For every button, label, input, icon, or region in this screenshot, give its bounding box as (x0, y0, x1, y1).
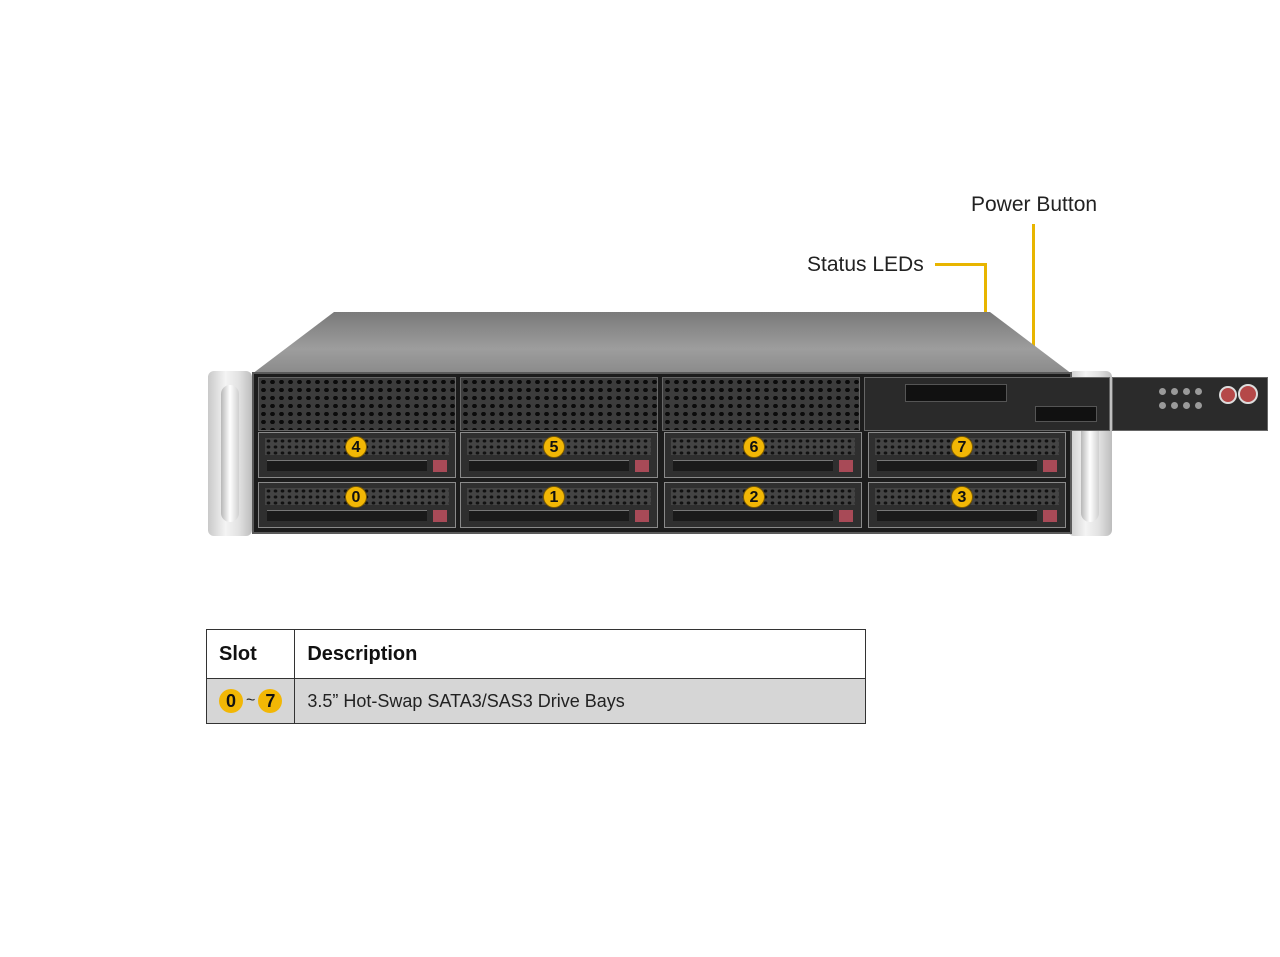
front-vent-3 (662, 377, 860, 431)
description-column-header: Description (294, 629, 866, 679)
slot-end-badge: 7 (258, 689, 283, 713)
status-led (1183, 402, 1190, 409)
bay-number-badge: 7 (951, 436, 973, 458)
status-led (1183, 388, 1190, 395)
table-row: 0~7 3.5” Hot-Swap SATA3/SAS3 Drive Bays (205, 678, 866, 724)
control-panel (1112, 377, 1268, 431)
status-leds-leader-h (935, 263, 987, 266)
reset-button[interactable] (1219, 386, 1237, 404)
media-bay-panel (864, 377, 1110, 431)
status-led (1171, 388, 1178, 395)
front-panel: 4 5 6 7 0 1 2 3 (252, 372, 1268, 534)
bay-number-badge: 6 (743, 436, 765, 458)
drive-bay-6[interactable]: 6 (664, 432, 862, 478)
status-led (1195, 388, 1202, 395)
table-header-row: Slot Description (205, 629, 866, 679)
bay-number-badge: 3 (951, 486, 973, 508)
status-led (1159, 402, 1166, 409)
bay-number-badge: 1 (543, 486, 565, 508)
bay-number-badge: 0 (345, 486, 367, 508)
drive-bay-3[interactable]: 3 (868, 482, 1066, 528)
bay-number-badge: 5 (543, 436, 565, 458)
status-led (1171, 402, 1178, 409)
slot-description-table: Slot Description 0~7 3.5” Hot-Swap SATA3… (205, 629, 866, 724)
slot-start-badge: 0 (219, 689, 243, 713)
description-cell: 3.5” Hot-Swap SATA3/SAS3 Drive Bays (294, 678, 866, 724)
front-vent-1 (258, 377, 456, 431)
drive-bay-5[interactable]: 5 (460, 432, 658, 478)
drive-bay-0[interactable]: 0 (258, 482, 456, 528)
chassis-top-cover (252, 312, 1072, 374)
drive-bay-1[interactable]: 1 (460, 482, 658, 528)
slot-range-separator: ~ (246, 692, 256, 709)
drive-bay-4[interactable]: 4 (258, 432, 456, 478)
slot-range-cell: 0~7 (205, 678, 296, 724)
front-vent-2 (460, 377, 658, 431)
power-button[interactable] (1238, 384, 1258, 404)
status-leds-label: Status LEDs (807, 253, 924, 276)
status-led (1195, 402, 1202, 409)
server-chassis: 4 5 6 7 0 1 2 3 (208, 312, 1268, 536)
power-button-label: Power Button (971, 193, 1098, 216)
bay-number-badge: 2 (743, 486, 765, 508)
slot-column-header: Slot (205, 629, 296, 679)
drive-bay-2[interactable]: 2 (664, 482, 862, 528)
bay-number-badge: 4 (345, 436, 367, 458)
drive-bay-7[interactable]: 7 (868, 432, 1066, 478)
left-rack-ear (208, 371, 252, 536)
status-led (1159, 388, 1166, 395)
power-button-leader (1032, 224, 1035, 376)
